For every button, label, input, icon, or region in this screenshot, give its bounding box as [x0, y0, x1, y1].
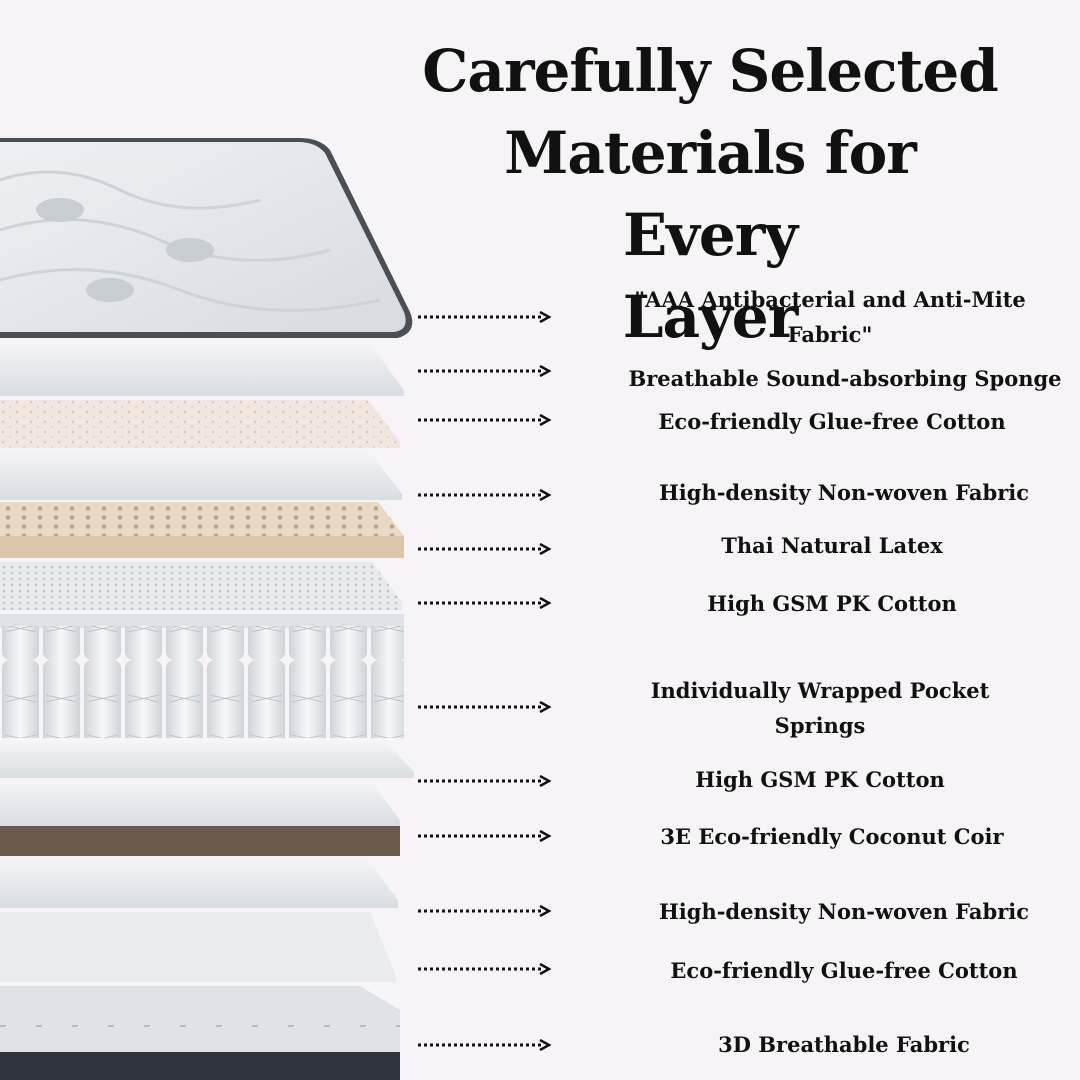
layer-label-8: High GSM PK Cotton [695, 767, 945, 792]
layer-label-12: 3D Breathable Fabric [718, 1032, 970, 1057]
arrow-10 [418, 905, 552, 917]
layer-label-1: "AAA Antibacterial and Anti-Mite Fabric" [634, 287, 1026, 347]
mattress-layers-illustration [0, 138, 414, 1080]
arrow-2 [418, 365, 552, 377]
arrow-5 [418, 543, 552, 555]
layer-label-4: High-density Non-woven Fabric [658, 480, 1030, 505]
layer-label-7: Individually Wrapped Pocket Springs [650, 678, 990, 738]
layer-label-10: High-density Non-woven Fabric [658, 899, 1030, 924]
arrow-6 [418, 597, 552, 609]
layer-label-11: Eco-friendly Glue-free Cotton [670, 958, 1018, 983]
layer-label-3: Eco-friendly Glue-free Cotton [658, 409, 1006, 434]
arrow-11 [418, 963, 552, 975]
layer-label-9: 3E Eco-friendly Coconut Coir [660, 824, 1004, 849]
layer-label-5: Thai Natural Latex [721, 533, 943, 558]
arrow-3 [418, 414, 552, 426]
arrow-8 [418, 775, 552, 787]
page-title: Carefully Selected Materials for Every L… [420, 30, 1000, 358]
arrow-9 [418, 830, 552, 842]
layer-label-2: Breathable Sound-absorbing Sponge [628, 366, 1062, 391]
title-line-2: Materials for Every [504, 119, 917, 269]
arrow-12 [418, 1039, 552, 1051]
arrow-7 [418, 701, 552, 713]
arrow-1 [418, 311, 552, 323]
layer-label-6: High GSM PK Cotton [707, 591, 957, 616]
arrow-4 [418, 489, 552, 501]
title-line-3: Layer [622, 283, 799, 351]
title-line-1: Carefully Selected [422, 37, 999, 105]
